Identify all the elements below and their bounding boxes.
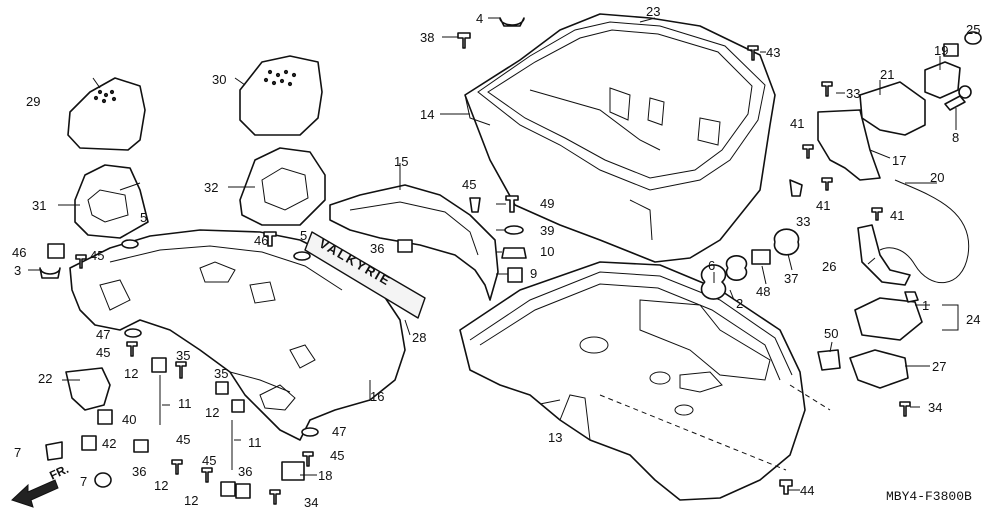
- pad-vent-holes-right: [263, 69, 297, 87]
- label-12d: 12: [184, 493, 198, 508]
- leader-lines: [28, 17, 959, 491]
- label-15: 15: [394, 154, 408, 169]
- label-7a: 7: [14, 445, 21, 460]
- label-24: 24: [966, 312, 980, 327]
- label-44: 44: [800, 483, 814, 498]
- label-28: 28: [412, 330, 426, 345]
- label-27: 27: [932, 359, 946, 374]
- label-45f: 45: [330, 448, 344, 463]
- label-43: 43: [766, 45, 780, 60]
- label-45c: 45: [96, 345, 110, 360]
- label-7b: 7: [80, 474, 87, 489]
- label-29: 29: [26, 94, 40, 109]
- lid-guide-line: [599, 394, 787, 471]
- key-ring: [958, 85, 972, 99]
- label-23: 23: [646, 4, 660, 19]
- label-48: 48: [756, 284, 770, 299]
- trunk-lid: [459, 261, 806, 501]
- label-46a: 46: [12, 245, 26, 260]
- upper-hinge-plate: [859, 81, 926, 136]
- label-16: 16: [370, 389, 384, 404]
- label-26: 26: [822, 259, 836, 274]
- label-40: 40: [122, 412, 136, 427]
- pad-vent-holes-left: [93, 89, 117, 104]
- label-41b: 41: [816, 198, 830, 213]
- label-20: 20: [930, 170, 944, 185]
- label-21: 21: [880, 67, 894, 82]
- label-3: 3: [14, 263, 21, 278]
- latch-bracket: [849, 349, 909, 389]
- left-pad-cover: [67, 77, 146, 151]
- label-13: 13: [548, 430, 562, 445]
- label-36a: 36: [370, 241, 384, 256]
- label-19: 19: [934, 43, 948, 58]
- label-17: 17: [892, 153, 906, 168]
- label-14: 14: [420, 107, 434, 122]
- hinge-bracket: [817, 109, 881, 181]
- label-1: 1: [922, 298, 929, 313]
- label-5a: 5: [140, 210, 147, 225]
- label-47b: 47: [332, 424, 346, 439]
- label-22: 22: [38, 371, 52, 386]
- label-9: 9: [530, 266, 537, 281]
- diagram-code: MBY4-F3800B: [886, 489, 972, 504]
- label-50: 50: [824, 326, 838, 341]
- label-5b: 5: [300, 228, 307, 243]
- label-12a: 12: [124, 366, 138, 381]
- right-pad-base: [239, 147, 326, 226]
- label-25: 25: [966, 22, 980, 37]
- label-36c: 36: [238, 464, 252, 479]
- latch-assembly: [854, 297, 923, 341]
- label-45d: 45: [176, 432, 190, 447]
- label-34a: 34: [928, 400, 942, 415]
- label-10: 10: [540, 244, 554, 259]
- label-12c: 12: [154, 478, 168, 493]
- side-panel: [329, 184, 499, 301]
- label-38: 38: [420, 30, 434, 45]
- fasteners: [39, 17, 982, 505]
- label-41a: 41: [790, 116, 804, 131]
- release-cable: [879, 179, 970, 283]
- label-41c: 41: [890, 208, 904, 223]
- label-49: 49: [540, 196, 554, 211]
- label-33b: 33: [796, 214, 810, 229]
- label-47a: 47: [96, 327, 110, 342]
- label-45a: 45: [90, 248, 104, 263]
- label-42: 42: [102, 436, 116, 451]
- label-11a: 11: [178, 396, 192, 411]
- lock-cylinder: [924, 61, 961, 99]
- part-number-labels: 1 2 3 4 5 5 6 7 7 8 9 10 11 11 12 12 12 …: [12, 4, 980, 510]
- label-45e: 45: [202, 453, 216, 468]
- label-33a: 33: [846, 86, 860, 101]
- label-6: 6: [708, 258, 715, 273]
- right-pad-cover: [239, 55, 323, 136]
- label-8: 8: [952, 130, 959, 145]
- label-46b: 46: [254, 233, 268, 248]
- front-label: FR.: [47, 462, 70, 483]
- label-35a: 35: [176, 348, 190, 363]
- label-4: 4: [476, 11, 483, 26]
- label-36b: 36: [132, 464, 146, 479]
- label-39: 39: [540, 223, 554, 238]
- label-45b: 45: [462, 177, 476, 192]
- label-32: 32: [204, 180, 218, 195]
- label-35b: 35: [214, 366, 228, 381]
- label-18: 18: [318, 468, 332, 483]
- trunk-body: [464, 13, 776, 263]
- front-direction-arrow: FR.: [11, 462, 71, 508]
- lid-guide-line-2: [789, 384, 831, 411]
- label-31: 31: [32, 198, 46, 213]
- hinge-arm: [857, 224, 911, 286]
- label-37: 37: [784, 271, 798, 286]
- label-11b: 11: [248, 435, 262, 450]
- label-2: 2: [736, 296, 743, 311]
- label-12b: 12: [205, 405, 219, 420]
- label-30: 30: [212, 72, 226, 87]
- label-34b: 34: [304, 495, 318, 510]
- small-bracket-50: [817, 349, 841, 371]
- left-pad-base: [74, 164, 149, 239]
